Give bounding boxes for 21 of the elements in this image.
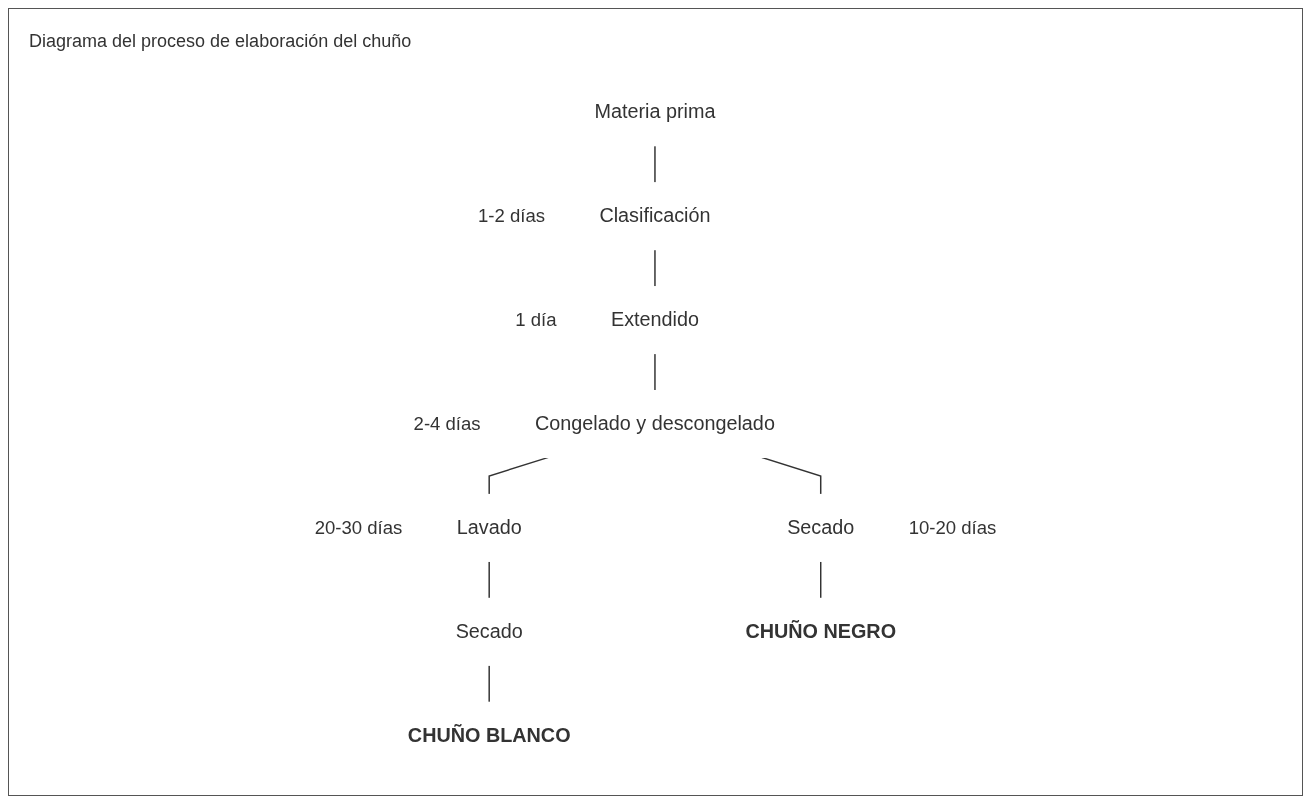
duration-label: 10-20 días	[908, 517, 997, 539]
diagram-title: Diagrama del proceso de elaboración del chuño	[29, 31, 412, 52]
node-text: CHUÑO BLANCO	[407, 724, 571, 746]
connector	[654, 352, 656, 392]
node-text: Lavado	[456, 516, 522, 538]
connector	[654, 144, 656, 184]
node-text: CHUÑO NEGRO	[745, 620, 897, 642]
duration-label: 20-30 días	[314, 517, 403, 539]
duration-label: 1 día	[515, 309, 557, 331]
node-text: Secado	[455, 620, 523, 642]
node-text: Congelado y descongelado	[535, 412, 775, 434]
connector	[488, 560, 490, 600]
node-text: Clasificación	[599, 205, 711, 227]
duration-label: 1-2 días	[477, 205, 545, 227]
connector	[820, 560, 822, 600]
node-text: Materia prima	[594, 101, 716, 123]
duration-label: 2-4 días	[413, 413, 481, 435]
connector	[488, 664, 490, 704]
node-text: Secado	[787, 516, 855, 538]
node-text: Extendido	[610, 308, 699, 330]
connector	[654, 248, 656, 288]
